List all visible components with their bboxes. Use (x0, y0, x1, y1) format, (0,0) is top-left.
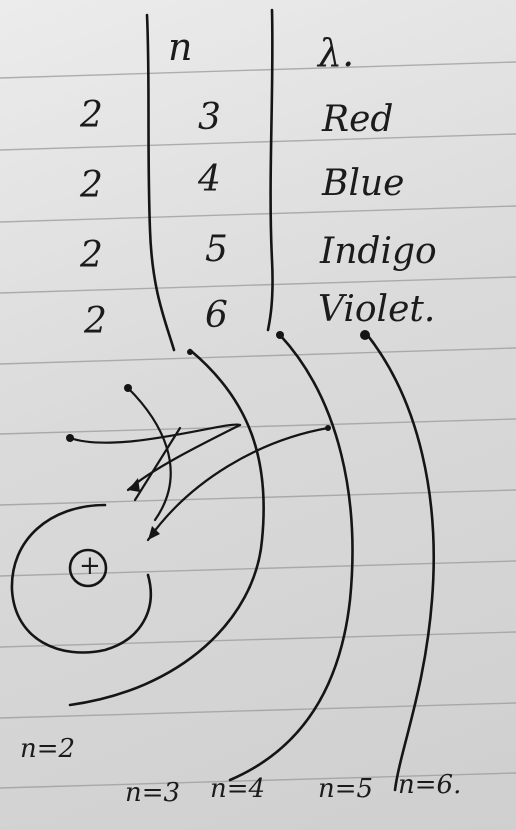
row3-from: 2 (80, 238, 103, 274)
row2-from: 2 (80, 168, 103, 204)
orbit-label-n3: n=3 (125, 780, 180, 806)
row4-from: 2 (84, 304, 107, 340)
nucleus-plus-sign: + (79, 553, 101, 579)
orbits (12, 332, 434, 790)
orbit-label-n4: n=4 (210, 776, 265, 802)
orbit-n5 (365, 332, 434, 790)
row1-from: 2 (80, 98, 103, 134)
orbit-label-n2: n=2 (20, 736, 75, 762)
table-divider-right (268, 10, 273, 330)
row2-to: 4 (198, 162, 221, 198)
orbit-n4 (230, 335, 352, 780)
ruled-lines (0, 62, 516, 788)
arrow-indigo (128, 425, 240, 490)
row2-color: Blue (322, 166, 404, 202)
header-wavelength: λ. (318, 34, 354, 72)
row3-to: 5 (205, 232, 228, 268)
orbit-label-n6: n=6. (398, 772, 461, 798)
transition-arrows (70, 388, 328, 540)
row1-color: Red (322, 102, 393, 138)
row4-color: Violet. (318, 292, 435, 328)
row1-to: 3 (198, 100, 221, 136)
arrow-violet (148, 428, 328, 540)
arrow-blue (70, 425, 240, 500)
row3-color: Indigo (320, 234, 437, 270)
row4-to: 6 (205, 298, 228, 334)
header-n: n (168, 28, 192, 66)
orbit-label-n5: n=5 (318, 776, 373, 802)
